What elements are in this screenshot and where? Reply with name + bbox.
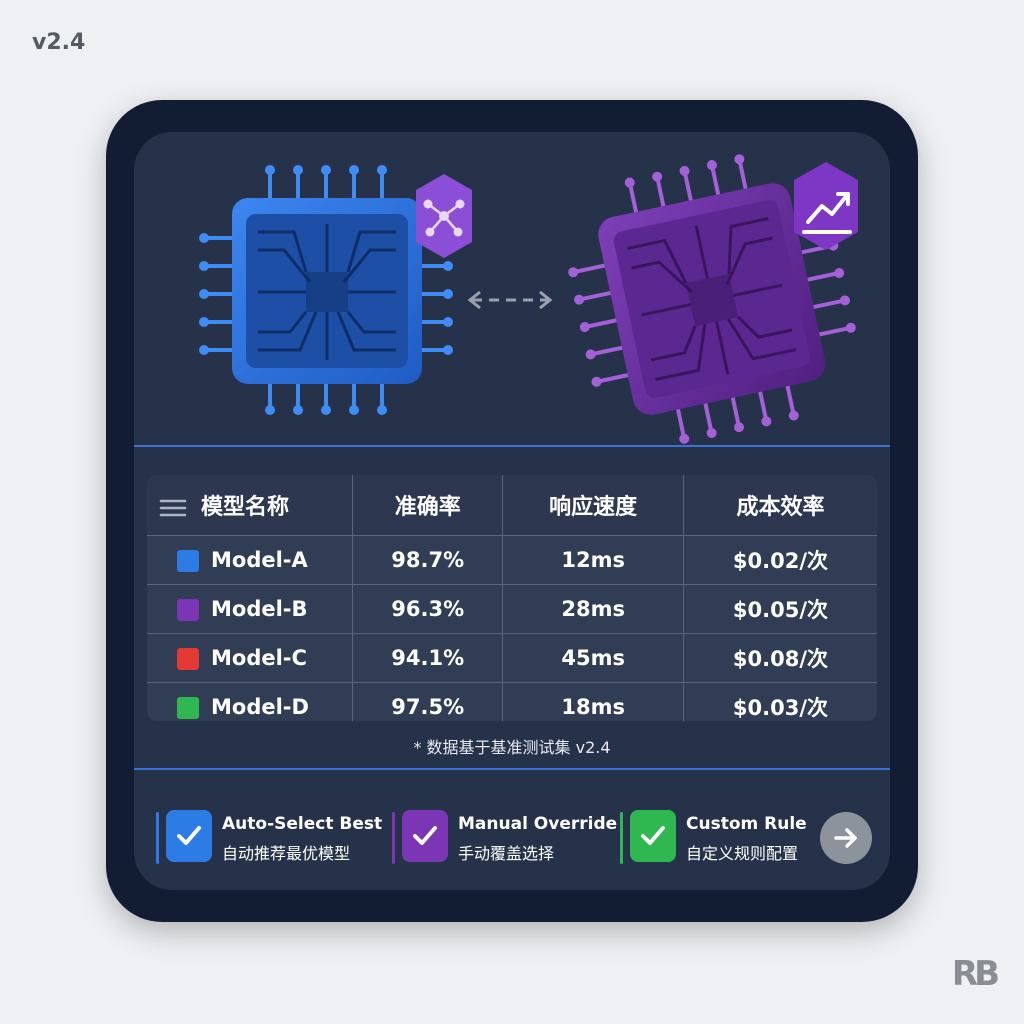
table-row[interactable]: Model-C 94.1%45ms$0.08/次 [147,633,877,683]
cell-speed: 18ms [502,682,684,721]
checkmark-icon [177,826,201,845]
blue-chip-icon [199,165,453,415]
option-auto-select[interactable]: Auto-Select Best 自动推荐最优模型 [156,804,382,868]
manual-override-checkbox[interactable] [402,810,448,862]
option-title: Manual Override [458,814,618,834]
option-manual-override[interactable]: Manual Override 手动覆盖选择 [392,804,617,868]
table-header-row: 模型名称 准确率 响应速度 成本效率 [147,475,877,536]
model-color-swatch [177,648,199,670]
cell-cost: $0.03/次 [732,696,828,720]
brand-logo: RB [951,954,1000,994]
trend-up-icon [794,162,858,250]
option-title: Custom Rule [686,814,807,834]
cell-model-name: Model-A [147,535,353,585]
option-subtitle: 手动覆盖选择 [458,844,555,863]
model-color-swatch [177,550,199,572]
hero-divider [134,445,890,447]
model-color-swatch [177,599,199,621]
header-accuracy: 准确率 [352,475,504,536]
cell-speed: 28ms [502,584,684,634]
checkmark-icon [413,826,437,845]
option-subtitle: 自动推荐最优模型 [222,844,351,863]
table-row[interactable]: Model-B 96.3%28ms$0.05/次 [147,584,877,634]
card-inner-panel: 模型名称 准确率 响应速度 成本效率 Model-A 98.7%12ms$0.02… [134,132,890,890]
next-button[interactable] [820,812,872,864]
option-title: Auto-Select Best [222,814,383,834]
arrow-right-icon [834,828,857,848]
header-cost: 成本效率 [683,475,877,536]
cell-accuracy: 97.5% [352,682,504,721]
table-row[interactable]: Model-D 97.5%18ms $0.03/次 [147,682,877,721]
double-arrow-icon [467,290,553,310]
version-label: v2.4 [32,30,86,55]
model-comparison-card: 模型名称 准确率 响应速度 成本效率 Model-A 98.7%12ms$0.02… [106,100,918,922]
option-accent-bar [620,812,623,864]
purple-chip-icon [568,154,856,444]
option-subtitle: 自定义规则配置 [686,844,799,863]
menu-icon[interactable] [159,498,187,518]
option-accent-bar [392,812,395,864]
custom-rule-checkbox[interactable] [630,810,676,862]
model-comparison-table: 模型名称 准确率 响应速度 成本效率 Model-A 98.7%12ms$0.02… [147,475,877,721]
model-name-text: Model-A [211,548,308,572]
selection-options: Auto-Select Best 自动推荐最优模型 Manual Overrid… [134,804,890,874]
cell-model-name: Model-C [147,633,353,683]
model-name-text: Model-B [211,597,308,621]
table-row[interactable]: Model-A 98.7%12ms$0.02/次 [147,535,877,585]
cell-cost: $0.08/次 [683,633,877,683]
cell-speed: 45ms [502,633,684,683]
cell-model-name: Model-D [147,682,353,721]
table-footnote: * 数据基于基准测试集 v2.4 [413,738,611,757]
cell-accuracy: 96.3% [352,584,504,634]
option-accent-bar [156,812,159,864]
model-color-swatch [177,697,199,719]
cell-accuracy: 98.7% [352,535,504,585]
cell-cost: $0.02/次 [683,535,877,585]
cell-model-name: Model-B [147,584,353,634]
option-custom-rule[interactable]: Custom Rule 自定义规则配置 [620,804,810,868]
hero-illustration [199,154,858,444]
cell-speed: 12ms [502,535,684,585]
options-divider [134,768,890,770]
network-icon [416,174,472,258]
checkmark-icon [641,826,665,845]
model-name-text: Model-C [211,646,307,670]
cell-accuracy: 94.1% [352,633,504,683]
cell-cost: $0.05/次 [683,584,877,634]
auto-select-checkbox[interactable] [166,810,212,862]
header-speed: 响应速度 [502,475,684,536]
model-name-text: Model-D [211,695,309,719]
header-model-name: 模型名称 [147,475,353,536]
